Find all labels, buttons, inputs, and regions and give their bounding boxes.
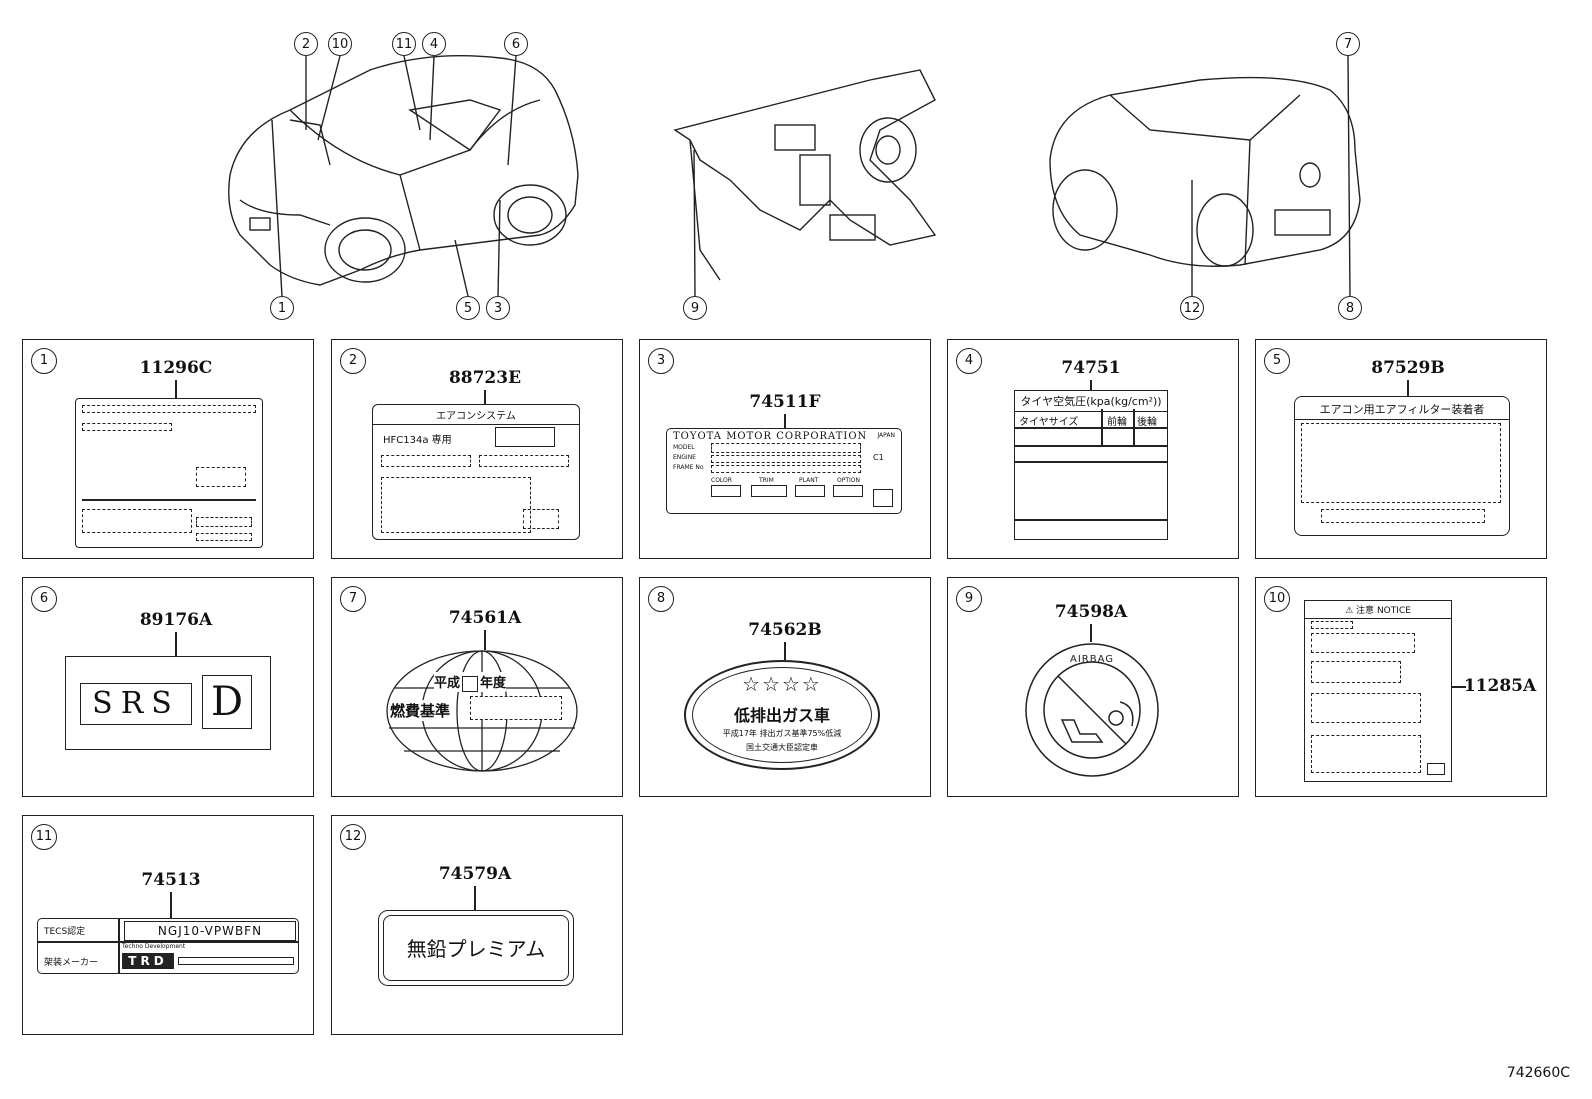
label-3-c1: C1 — [873, 453, 884, 462]
callout-4: 4 — [422, 32, 446, 56]
label-11: TECS認定 NGJ10-VPWBFN Techno Development 架… — [37, 918, 299, 974]
panel-12: 12 74579A 無鉛プレミアム — [331, 815, 623, 1035]
part-number: 74562B — [748, 620, 822, 640]
panel-number: 6 — [31, 586, 57, 612]
label-3-engine: ENGINE — [673, 454, 696, 461]
label-8-line1: 平成17年 排出ガス基準75%低減 — [722, 729, 842, 738]
panel-number: 1 — [31, 348, 57, 374]
label-1 — [75, 398, 263, 548]
label-3: TOYOTA MOTOR CORPORATION JAPAN MODEL ENG… — [666, 428, 902, 514]
part-number: 74751 — [1061, 358, 1121, 378]
panel-number: 10 — [1264, 586, 1290, 612]
label-6-d: D — [202, 675, 252, 729]
part-number: 74579A — [438, 864, 512, 884]
panel-number: 4 — [956, 348, 982, 374]
callout-6: 6 — [504, 32, 528, 56]
panel-number: 12 — [340, 824, 366, 850]
part-number: 74561A — [448, 608, 522, 628]
label-11-tech: Techno Development — [122, 943, 186, 950]
label-11-trd: TRD — [122, 953, 174, 969]
label-2: エアコンシステム HFC134a 専用 — [372, 404, 580, 540]
label-9-text: AIRBAG — [1070, 654, 1114, 665]
panel-8: 8 74562B ☆☆☆☆ 低排出ガス車 平成17年 排出ガス基準75%低減 国… — [639, 577, 931, 797]
label-3-maker: TOYOTA MOTOR CORPORATION — [673, 431, 868, 442]
panel-number: 5 — [1264, 348, 1290, 374]
panel-11: 11 74513 TECS認定 NGJ10-VPWBFN Techno Deve… — [22, 815, 314, 1035]
part-number: 74511F — [749, 392, 821, 412]
panel-1: 1 11296C — [22, 339, 314, 559]
label-7-year: 平成年度 — [434, 672, 507, 692]
panel-6: 6 89176A SRS D — [22, 577, 314, 797]
label-8-line2: 国土交通大臣認定車 — [746, 743, 818, 752]
label-11-left2: 架装メーカー — [44, 958, 99, 968]
part-number: 11285A — [1463, 676, 1537, 696]
label-8-stars: ☆☆☆☆ — [742, 672, 822, 696]
label-7-fuel: 燃費基準 — [390, 700, 451, 721]
panel-number: 7 — [340, 586, 366, 612]
part-number: 74598A — [1054, 602, 1128, 622]
panel-number: 8 — [648, 586, 674, 612]
part-number: 11296C — [139, 358, 213, 378]
label-2-refrigerant: HFC134a 専用 — [383, 435, 452, 446]
callout-12: 12 — [1180, 296, 1204, 320]
panel-7: 7 74561A 平成年度 燃費基準 — [331, 577, 623, 797]
panel-number: 11 — [31, 824, 57, 850]
part-number: 88723E — [448, 368, 522, 388]
callout-10: 10 — [328, 32, 352, 56]
panel-3: 3 74511F TOYOTA MOTOR CORPORATION JAPAN … — [639, 339, 931, 559]
label-12-text: 無鉛プレミアム — [406, 937, 546, 961]
panel-9: 9 74598A AIRBAG — [947, 577, 1239, 797]
panel-number: 3 — [648, 348, 674, 374]
label-8-main: 低排出ガス車 — [733, 706, 830, 725]
label-4-rear: 後輪 — [1137, 417, 1157, 428]
label-4-title: タイヤ空気圧(kpa(kg/cm²)) — [1015, 393, 1167, 412]
callout-3: 3 — [486, 296, 510, 320]
panel-10: 10 ⚠ 注意 NOTICE 11285A — [1255, 577, 1547, 797]
part-number: 74513 — [141, 870, 201, 890]
panel-number: 2 — [340, 348, 366, 374]
label-10-header: ⚠ 注意 NOTICE — [1305, 603, 1451, 619]
panel-number: 9 — [956, 586, 982, 612]
callout-5: 5 — [456, 296, 480, 320]
label-11-left1: TECS認定 — [44, 927, 86, 937]
callout-7: 7 — [1336, 32, 1360, 56]
vehicle-illustrations — [228, 55, 1361, 297]
callout-9: 9 — [683, 296, 707, 320]
label-5-title: エアコン用エアフィルター装着者 — [1295, 401, 1509, 420]
label-9-airbag: AIRBAG — [1025, 643, 1159, 777]
label-6: SRS D — [65, 656, 271, 750]
callout-8: 8 — [1338, 296, 1362, 320]
label-8: ☆☆☆☆ 低排出ガス車 平成17年 排出ガス基準75%低減 国土交通大臣認定車 — [684, 660, 880, 770]
label-3-plant: PLANT — [799, 477, 819, 484]
part-number: 87529B — [1371, 358, 1445, 378]
panel-2: 2 88723E エアコンシステム HFC134a 専用 — [331, 339, 623, 559]
label-3-color: COLOR — [711, 477, 732, 484]
label-3-trim: TRIM — [759, 477, 774, 484]
part-number: 89176A — [139, 610, 213, 630]
label-4-front: 前輪 — [1107, 417, 1127, 428]
callout-2: 2 — [294, 32, 318, 56]
label-3-option: OPTION — [837, 477, 860, 484]
callout-11: 11 — [392, 32, 416, 56]
label-3-frame: FRAME No — [673, 464, 704, 471]
label-3-country: JAPAN — [877, 432, 895, 439]
panel-4: 4 74751 タイヤ空気圧(kpa(kg/cm²)) タイヤサイズ 前輪 後輪 — [947, 339, 1239, 559]
label-11-model: NGJ10-VPWBFN — [124, 921, 296, 941]
diagram-code: 742660C — [1506, 1065, 1570, 1081]
label-12: 無鉛プレミアム — [378, 910, 574, 986]
callout-1: 1 — [270, 296, 294, 320]
label-3-model: MODEL — [673, 444, 695, 451]
label-6-srs: SRS — [80, 683, 192, 725]
label-4: タイヤ空気圧(kpa(kg/cm²)) タイヤサイズ 前輪 後輪 — [1014, 390, 1168, 540]
label-2-title: エアコンシステム — [373, 407, 579, 425]
label-10: ⚠ 注意 NOTICE — [1304, 600, 1452, 782]
label-4-size: タイヤサイズ — [1019, 417, 1079, 428]
label-5: エアコン用エアフィルター装着者 — [1294, 396, 1510, 536]
panel-5: 5 87529B エアコン用エアフィルター装着者 — [1255, 339, 1547, 559]
